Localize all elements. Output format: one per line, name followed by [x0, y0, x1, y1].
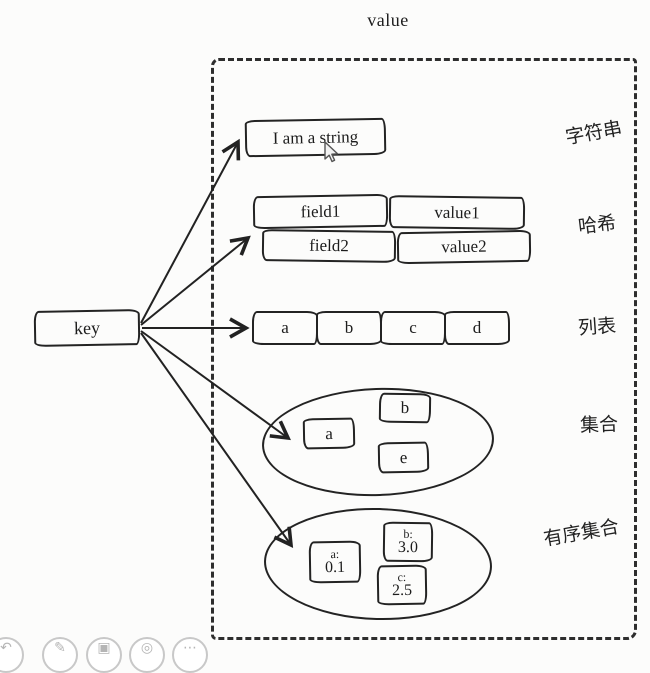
list-cell-d: d [444, 311, 510, 345]
list-cell-a: a [252, 311, 318, 345]
set-item-a: a [302, 417, 356, 450]
hash-field2-box: field2 [261, 229, 397, 263]
mouse-cursor-icon [324, 141, 339, 163]
zset-item-c-score: 2.5 [391, 581, 413, 600]
undo-icon[interactable]: ↶ [0, 637, 24, 673]
set-item-e: e [377, 441, 430, 474]
list-cell-b: b [316, 311, 382, 345]
hash-field1-box: field1 [252, 193, 389, 230]
label-hash-type: 哈希 [577, 212, 618, 239]
hash-value1-box: value1 [388, 195, 526, 230]
set-item-b: b [378, 392, 432, 424]
zset-item-a-score: 0.1 [324, 558, 346, 577]
zset-item-a: a: 0.1 [308, 540, 362, 584]
search-icon[interactable]: ◎ [129, 637, 165, 673]
hash-value2-box: value2 [396, 229, 532, 265]
string-value-box: I am a string [244, 117, 387, 158]
list-cell-c: c [380, 311, 446, 345]
label-set-type: 集合 [579, 414, 619, 437]
screenshot-icon[interactable]: ▣ [86, 637, 122, 673]
more-icon[interactable]: ⋯ [172, 637, 208, 673]
zset-item-b: b: 3.0 [382, 521, 434, 563]
diagram-title: value [367, 10, 409, 30]
label-list-type: 列表 [577, 315, 617, 340]
zset-item-b-score: 3.0 [397, 538, 419, 557]
pencil-icon[interactable]: ✎ [42, 637, 78, 673]
zset-item-c: c: 2.5 [376, 564, 428, 606]
key-box: key [33, 309, 141, 347]
